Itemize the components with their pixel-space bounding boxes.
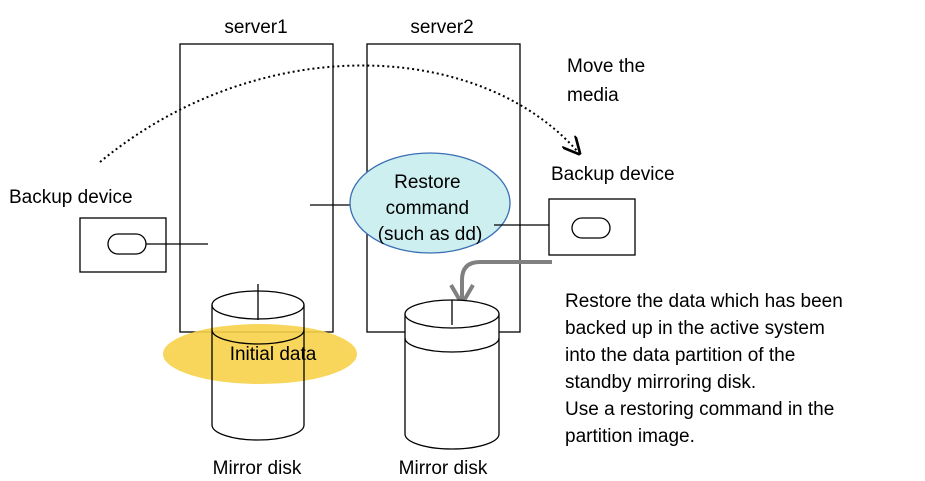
mirror-disk-left-label: Mirror disk <box>213 458 302 479</box>
move-media-note: Move the media <box>567 56 650 106</box>
restore-description: Restore the data which has been backed u… <box>565 291 848 447</box>
restore-data-arrow <box>460 260 552 302</box>
server1-box <box>179 43 334 333</box>
backup-device-right-label: Backup device <box>551 164 675 185</box>
server1-label: server1 <box>224 17 287 38</box>
mirror-disk-left <box>211 305 305 441</box>
mirror-disk-right <box>404 314 500 450</box>
mirror-disk-left-band <box>211 329 305 345</box>
media-slot-left-icon <box>107 233 147 255</box>
server2-label: server2 <box>410 17 473 38</box>
initial-data-label: Initial data <box>230 344 317 365</box>
move-media-arrow <box>99 64 578 163</box>
mirror-disk-right-label: Mirror disk <box>399 458 488 479</box>
restore-command-label: Restore command (such as dd) <box>378 172 483 245</box>
backup-device-left-label: Backup device <box>9 187 133 208</box>
restore-command-ellipse <box>349 152 511 254</box>
mirror-disk-right-band <box>404 337 500 353</box>
media-slot-right-icon <box>571 217 611 239</box>
